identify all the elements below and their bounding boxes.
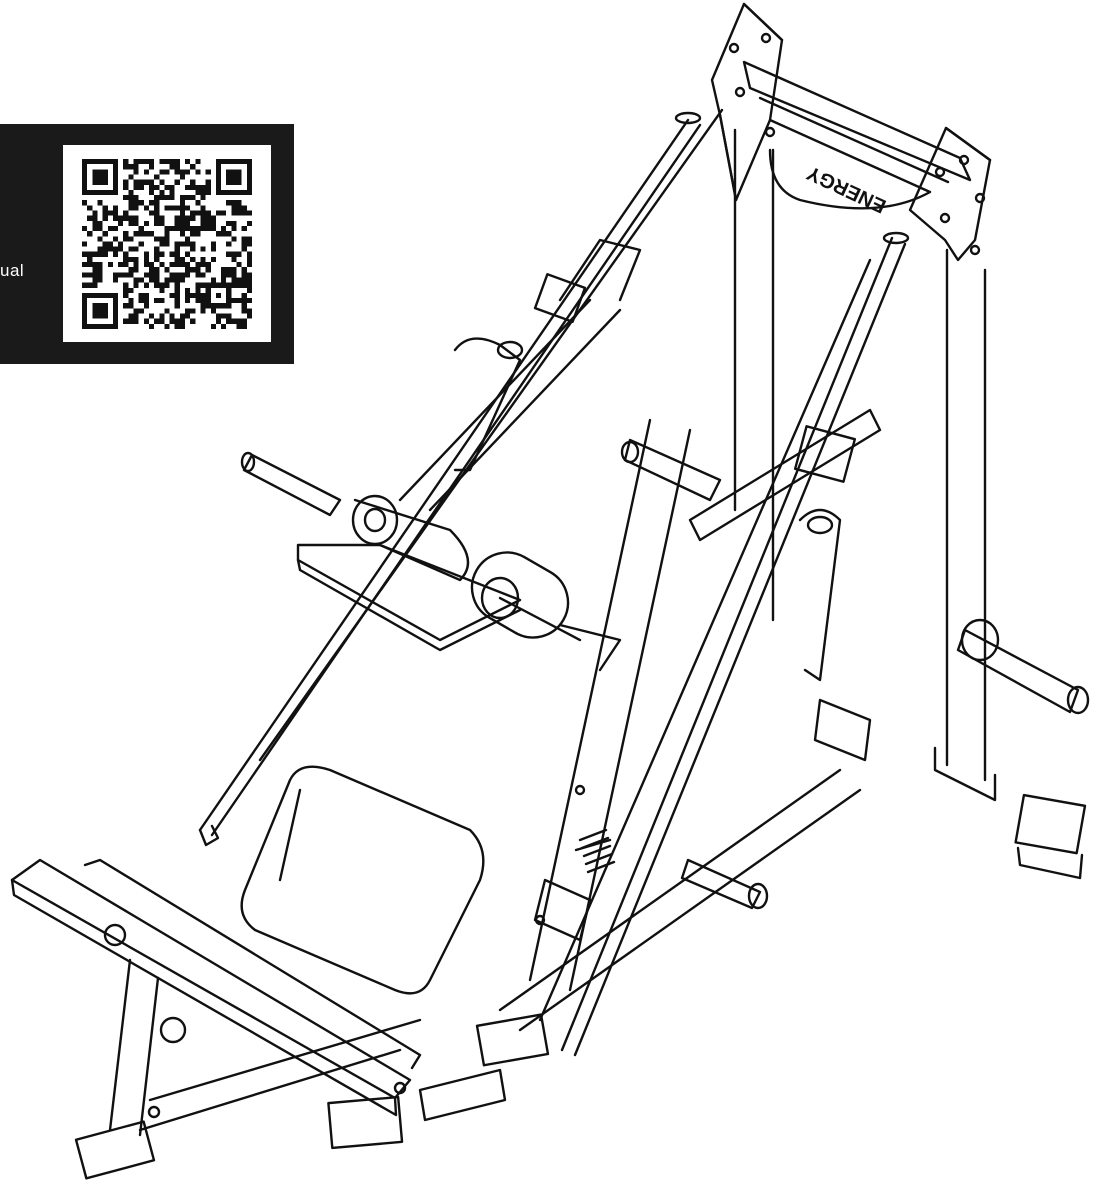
qr-panel-label: ual xyxy=(0,261,25,280)
rear-posts xyxy=(733,128,1087,880)
shoulder-pads xyxy=(296,543,622,672)
footplate xyxy=(10,858,422,1117)
base-frame xyxy=(74,698,872,1180)
qr-code-icon xyxy=(82,159,252,329)
qr-code[interactable] xyxy=(63,145,271,342)
sled-frame xyxy=(398,238,882,992)
back-pad xyxy=(240,765,485,995)
rear-frame xyxy=(710,2,992,262)
guide-rails xyxy=(198,108,910,1057)
weight-horns xyxy=(240,438,1090,910)
lock-spring xyxy=(533,784,616,942)
